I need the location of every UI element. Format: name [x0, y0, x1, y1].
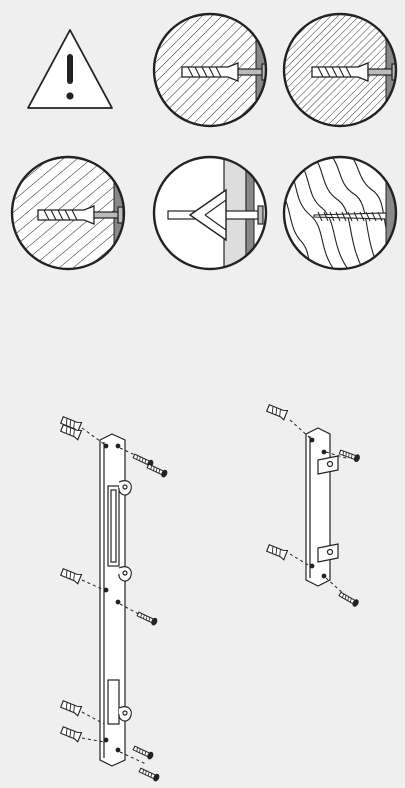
- stone-wall-anchor-icon: [10, 155, 126, 271]
- short-rail-bracket-assembly: [289, 419, 347, 597]
- concrete-wall-anchor-icon: [282, 12, 398, 128]
- wood-wall-screw-icon: [282, 155, 398, 271]
- hollow-wall-toggle-anchor-icon: [152, 155, 268, 271]
- warning-triangle-icon: [27, 29, 113, 109]
- brick-wall-anchor-icon: [152, 12, 268, 128]
- long-rail-bracket-assembly: [81, 427, 147, 767]
